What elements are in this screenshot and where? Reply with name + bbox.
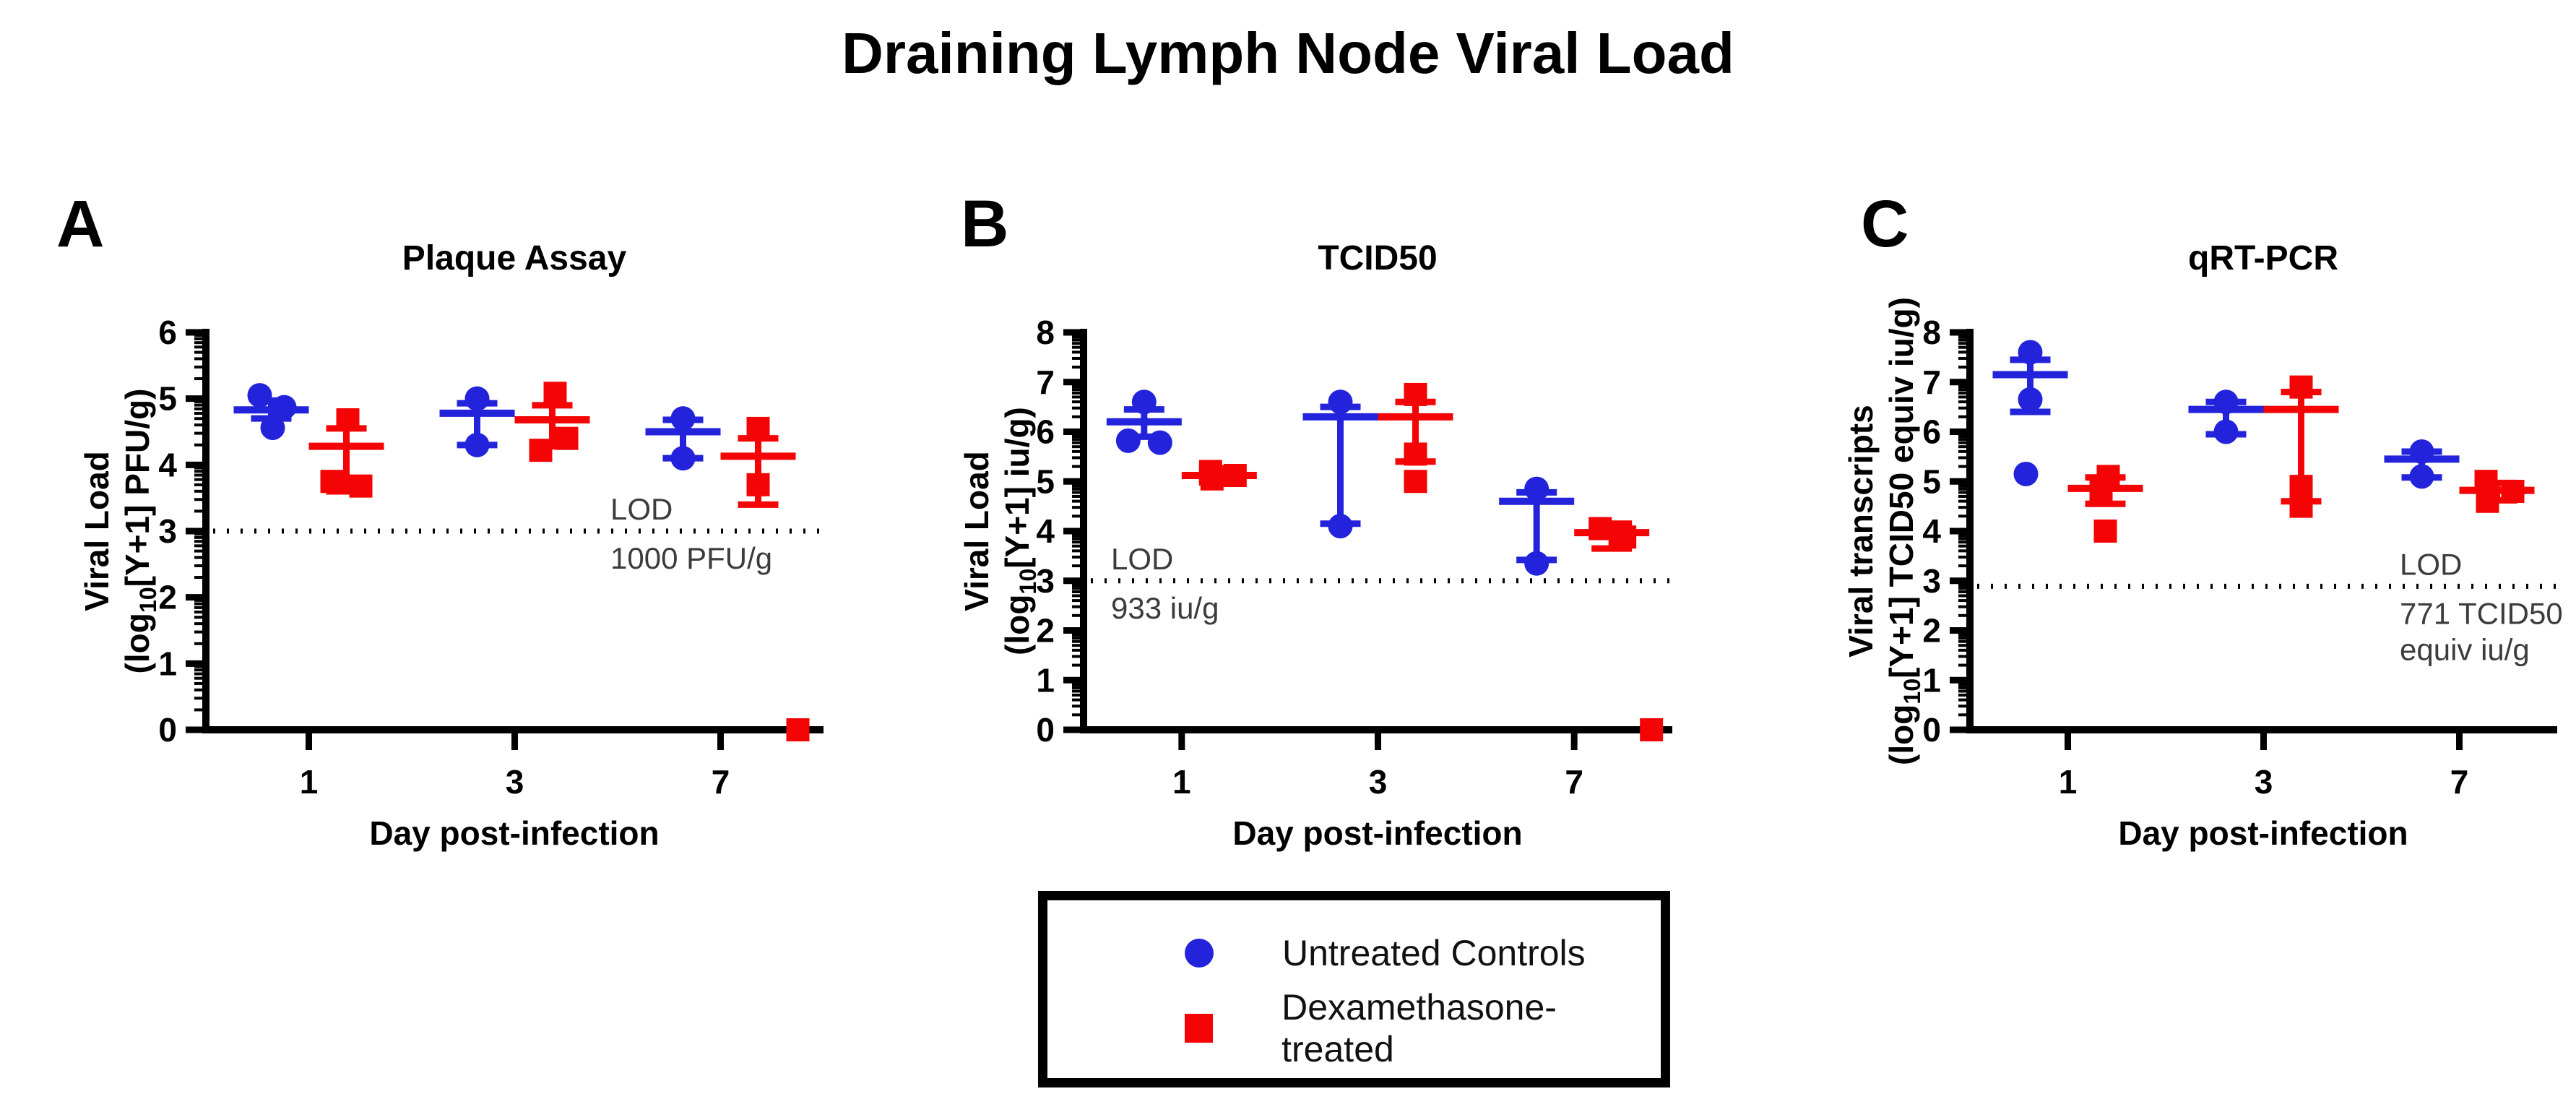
svg-text:4: 4 — [1922, 512, 1941, 550]
panel-letter-c: C — [1861, 187, 1909, 261]
svg-text:1: 1 — [2059, 763, 2078, 801]
legend-label-dexamethasone: Dexamethasone-treated — [1281, 987, 1557, 1069]
svg-text:8: 8 — [1036, 314, 1055, 351]
panel-A-day3-untreated — [439, 386, 515, 457]
panel-C-day3-dex — [2263, 375, 2339, 518]
legend-item-untreated: Untreated Controls — [1047, 921, 1661, 986]
svg-text:3: 3 — [1369, 763, 1388, 801]
panel-A-day3-dex — [514, 382, 590, 462]
panel-A-day1-dex — [308, 408, 384, 498]
svg-text:5: 5 — [1922, 462, 1941, 500]
panel-C-day1-untreated — [1992, 340, 2068, 486]
x-axis-label-a: Day post-infection — [369, 814, 660, 852]
svg-text:1: 1 — [158, 645, 177, 682]
svg-text:LOD: LOD — [2400, 547, 2462, 581]
svg-text:7: 7 — [1922, 363, 1941, 401]
panel-B-day3-dex — [1378, 382, 1453, 494]
svg-text:7: 7 — [712, 763, 730, 801]
panel-B-day1-dex — [1181, 460, 1257, 491]
svg-text:3: 3 — [2255, 763, 2273, 801]
legend-label-untreated: Untreated Controls — [1282, 933, 1586, 973]
legend-box: Untreated Controls Dexamethasone-treated — [1038, 891, 1670, 1087]
svg-text:7: 7 — [1036, 363, 1055, 401]
dexamethasone-square-icon — [1185, 1014, 1214, 1043]
svg-text:1: 1 — [300, 763, 319, 801]
svg-text:6: 6 — [1036, 413, 1055, 451]
svg-text:equiv iu/g: equiv iu/g — [2400, 632, 2530, 666]
panel-C-day3-untreated — [2188, 389, 2264, 444]
svg-text:1000 PFU/g: 1000 PFU/g — [610, 541, 772, 575]
panel-title-plaque-assay: Plaque Assay — [402, 239, 627, 277]
svg-text:2: 2 — [1036, 612, 1055, 650]
svg-text:771 TCID50: 771 TCID50 — [2400, 596, 2563, 630]
svg-text:6: 6 — [1922, 413, 1941, 451]
svg-text:LOD: LOD — [1111, 542, 1173, 576]
panel-C-day1-dex — [2067, 465, 2143, 543]
svg-text:1: 1 — [1036, 661, 1055, 699]
svg-text:5: 5 — [158, 380, 177, 418]
svg-text:0: 0 — [1036, 711, 1055, 749]
panel-title-qrt-pcr: qRT-PCR — [2188, 239, 2338, 277]
panel-B-day7-dex — [1574, 517, 1664, 741]
panel-A-day7-dex — [720, 416, 810, 741]
svg-text:1: 1 — [1922, 661, 1941, 699]
svg-text:1: 1 — [1172, 763, 1191, 801]
svg-text:3: 3 — [1922, 562, 1941, 600]
x-axis-label-b: Day post-infection — [1232, 814, 1523, 852]
svg-text:7: 7 — [1565, 763, 1583, 801]
svg-text:4: 4 — [158, 446, 177, 483]
svg-text:2: 2 — [1922, 612, 1941, 650]
figure-title: Draining Lymph Node Viral Load — [842, 21, 1734, 85]
svg-text:933 iu/g: 933 iu/g — [1111, 591, 1219, 625]
panel-B-day1-untreated — [1106, 389, 1182, 455]
svg-text:3: 3 — [1036, 562, 1055, 600]
panel-C-day7-untreated — [2384, 439, 2460, 489]
svg-text:0: 0 — [158, 711, 177, 749]
panel-B-day7-untreated — [1499, 476, 1575, 576]
x-axis-label-c: Day post-infection — [2118, 814, 2408, 852]
svg-text:3: 3 — [158, 512, 177, 550]
svg-text:5: 5 — [1036, 462, 1055, 500]
svg-text:0: 0 — [1922, 711, 1941, 749]
svg-text:4: 4 — [1036, 512, 1055, 550]
panel-letter-a: A — [56, 187, 105, 261]
legend-item-dexamethasone: Dexamethasone-treated — [1047, 987, 1661, 1069]
svg-text:7: 7 — [2450, 763, 2469, 801]
panel-A-day1-untreated — [233, 383, 309, 440]
svg-text:6: 6 — [158, 314, 177, 351]
panel-A-plot: 0 1 2 3 4 5 6 1 3 7 LOD 1000 PFU/g — [158, 314, 824, 801]
svg-text:3: 3 — [506, 763, 524, 801]
panel-A-day7-untreated — [645, 406, 721, 471]
svg-text:LOD: LOD — [610, 492, 673, 526]
untreated-circle-icon — [1185, 939, 1214, 968]
svg-text:8: 8 — [1922, 314, 1941, 351]
panel-B-day3-untreated — [1302, 389, 1378, 539]
panel-title-tcid50: TCID50 — [1318, 239, 1438, 277]
panel-letter-b: B — [961, 187, 1009, 261]
svg-text:2: 2 — [158, 579, 177, 616]
panel-C-day7-dex — [2459, 470, 2535, 513]
